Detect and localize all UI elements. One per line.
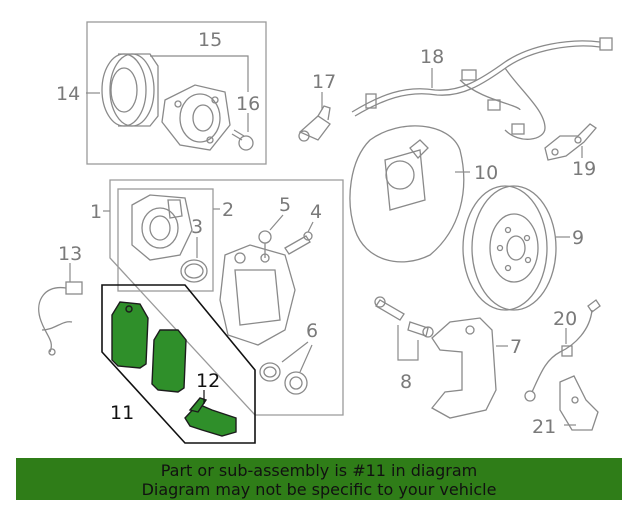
callout-8: 8 — [400, 371, 412, 393]
hub-bolt[interactable] — [231, 129, 254, 151]
callout-11: 11 — [110, 402, 134, 424]
parts-diagram: 1 2 3 4 5 6 7 8 9 10 11 12 13 14 15 16 1… — [38, 21, 613, 444]
hose-bracket[interactable] — [559, 375, 599, 431]
caliper-carrier[interactable] — [219, 244, 296, 346]
pad-group-box — [101, 284, 256, 444]
piston-seal[interactable] — [180, 259, 208, 283]
leader-8 — [397, 325, 419, 361]
leader-6 — [281, 341, 313, 373]
brake-pad-inner[interactable] — [111, 301, 149, 369]
callout-16: 16 — [236, 93, 260, 115]
callout-4: 4 — [310, 201, 322, 223]
callout-14: 14 — [56, 83, 80, 105]
callout-1: 1 — [90, 201, 102, 223]
carrier-bolts[interactable] — [374, 296, 434, 338]
banner-line-2: Diagram may not be specific to your vehi… — [141, 480, 497, 499]
leader-4 — [307, 221, 314, 233]
callout-21: 21 — [532, 416, 556, 438]
part-info-banner: Part or sub-assembly is #11 in diagram D… — [16, 458, 622, 500]
callout-20: 20 — [553, 308, 577, 330]
callout-10: 10 — [474, 162, 498, 184]
callout-15: 15 — [198, 29, 222, 51]
brake-backing-plate[interactable] — [349, 125, 465, 263]
wear-sensor-harness[interactable] — [351, 37, 613, 140]
dust-boot-and-seal[interactable] — [259, 362, 308, 395]
wheel-hub[interactable] — [161, 84, 231, 151]
brake-hose[interactable] — [524, 299, 601, 402]
caliper-housing[interactable] — [131, 194, 193, 261]
brake-rotor[interactable] — [462, 185, 557, 311]
callout-9: 9 — [572, 227, 584, 249]
wheel-bearing-flange[interactable] — [101, 53, 159, 127]
pad-wear-sensor[interactable] — [38, 281, 83, 356]
leader-15 — [150, 55, 249, 92]
callout-5: 5 — [279, 194, 291, 216]
abs-sensor[interactable] — [298, 105, 331, 142]
callout-17: 17 — [312, 71, 336, 93]
callout-13: 13 — [58, 243, 82, 265]
callout-2: 2 — [222, 199, 234, 221]
bleeder-screw[interactable] — [284, 231, 313, 255]
caliper-mounting-bracket[interactable] — [431, 317, 497, 419]
guide-pin[interactable] — [258, 230, 272, 263]
callout-18: 18 — [420, 46, 444, 68]
sensor-bracket[interactable] — [544, 123, 597, 161]
brake-pad-outer[interactable] — [151, 329, 187, 393]
callout-12: 12 — [196, 370, 220, 392]
leader-5 — [269, 214, 284, 231]
callout-19: 19 — [572, 158, 596, 180]
callout-6: 6 — [306, 320, 318, 342]
callout-3: 3 — [191, 216, 203, 238]
pad-clip[interactable] — [184, 397, 237, 437]
callout-7: 7 — [510, 336, 522, 358]
banner-line-1: Part or sub-assembly is #11 in diagram — [160, 461, 478, 480]
caliper-housing-box — [117, 188, 214, 292]
caliper-group-box — [109, 179, 344, 416]
